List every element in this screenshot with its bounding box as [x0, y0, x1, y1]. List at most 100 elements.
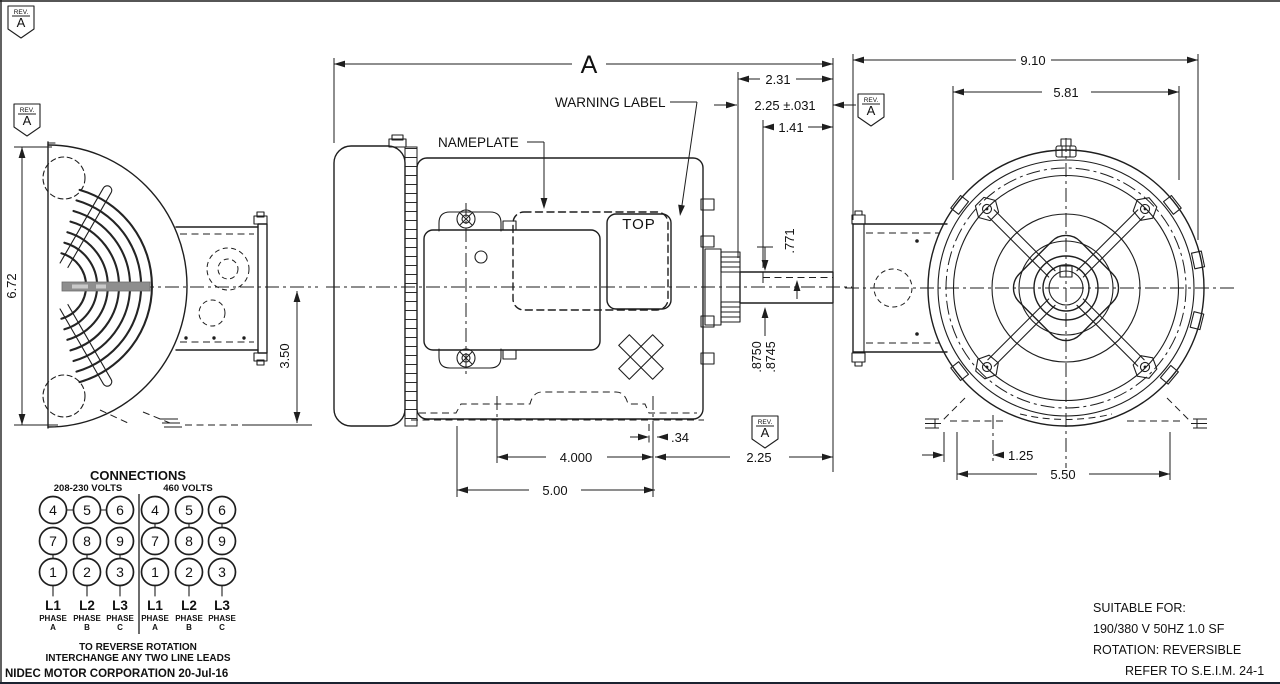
- low-voltage-links: [52, 509, 121, 597]
- phase-letter: A: [50, 623, 56, 632]
- phase-word: PHASE: [141, 614, 169, 623]
- dim-text: 9.10: [1020, 53, 1045, 68]
- phase-labels: PHASE PHASE PHASE PHASE PHASE PHASE A B …: [39, 614, 236, 632]
- terminal-group-low: [38, 495, 135, 587]
- phase-letter: B: [186, 623, 192, 632]
- dim-text: 5.81: [1053, 85, 1078, 100]
- hex-bolt: [1130, 351, 1160, 383]
- dim-text: 5.50: [1050, 467, 1075, 482]
- dim-overall-width: 9.10: [852, 53, 1199, 240]
- keyway: [1059, 265, 1073, 278]
- terminal: 3: [218, 564, 226, 580]
- dim-text: 1.41: [778, 120, 803, 135]
- phase-word: PHASE: [39, 614, 67, 623]
- dim-foot-width-span: 5.50: [956, 432, 1171, 482]
- hidden-boss: [42, 374, 86, 418]
- terminal: 1: [151, 564, 159, 580]
- connections-diagram: CONNECTIONS 208-230 VOLTS 460 VOLTS 4 5 …: [38, 468, 237, 664]
- shaft-through-grille: [61, 281, 151, 292]
- view-side: TOP: [326, 51, 856, 498]
- dim-text: 2.25: [746, 450, 771, 465]
- shaft-core: [1048, 270, 1084, 306]
- dim-shaft-length: 2.25 ±.031: [714, 98, 856, 113]
- conduit-box-front: [423, 203, 601, 375]
- dim-text: 5.00: [542, 483, 567, 498]
- dim-text: .8750: [750, 341, 764, 372]
- hidden-boss: [42, 156, 86, 200]
- dim-shaft-dia: .8750 .8745: [750, 307, 778, 373]
- terminal: 6: [218, 502, 226, 518]
- rating-notes: SUITABLE FOR: 190/380 V 50HZ 1.0 SF ROTA…: [1093, 601, 1264, 678]
- endbracket-struts: [987, 209, 1145, 367]
- rev-letter: A: [761, 425, 770, 440]
- terminal: 7: [49, 533, 57, 549]
- terminal: 9: [116, 533, 124, 549]
- reverse-note-line1: TO REVERSE ROTATION: [79, 642, 197, 653]
- rev-marker: REV. A: [857, 93, 885, 127]
- lead-labels: L1 L2 L3 L1 L2 L3: [45, 598, 230, 613]
- lead-label: L1: [45, 598, 61, 613]
- rev-marker: REV. A: [7, 5, 35, 39]
- bolt-circle: [945, 167, 1187, 409]
- rev-title: REV.: [20, 107, 35, 114]
- endbell-tabs: [700, 198, 715, 365]
- dim-text: .34: [671, 430, 689, 445]
- lead-label: L1: [147, 598, 163, 613]
- rev-marker: REV. A: [13, 103, 41, 137]
- callout-text: NAMEPLATE: [438, 135, 519, 150]
- dim-mount-span: 4.000: [497, 450, 653, 465]
- terminal: 3: [116, 564, 124, 580]
- connections-title: CONNECTIONS: [90, 468, 186, 483]
- terminal: 9: [218, 533, 226, 549]
- phase-word: PHASE: [208, 614, 236, 623]
- dim-overall-length: A: [334, 51, 833, 79]
- grille-hub: [28, 262, 76, 310]
- phase-word: PHASE: [73, 614, 101, 623]
- dim-foot-hole-offset: 1.25: [922, 415, 1033, 463]
- hex-bolt: [970, 350, 1004, 384]
- dim-foot-offset: .34: [630, 430, 689, 445]
- cover-bolt: [388, 134, 407, 148]
- rev-title: REV.: [864, 97, 879, 104]
- terminal: 6: [116, 502, 124, 518]
- top-marking: TOP: [622, 216, 656, 233]
- fan-cover: [47, 141, 188, 429]
- terminal: 4: [151, 502, 159, 518]
- phase-letter: B: [84, 623, 90, 632]
- dim-text: A: [581, 51, 598, 79]
- nameplate-outline: [512, 211, 669, 311]
- dim-text: .8745: [764, 341, 778, 372]
- terminal-group-high: [140, 495, 237, 587]
- terminal: 2: [83, 564, 91, 580]
- callout-warning-label: WARNING LABEL: [555, 95, 698, 217]
- rev-letter: A: [867, 103, 876, 118]
- rev-letter: A: [17, 15, 26, 30]
- conduit-box-side: [175, 211, 268, 366]
- warning-plate: [606, 213, 672, 310]
- dim-text: 2.31: [765, 72, 790, 87]
- terminal: 2: [185, 564, 193, 580]
- dim-text: 4.000: [560, 450, 593, 465]
- note-rating: 190/380 V 50HZ 1.0 SF: [1093, 622, 1225, 636]
- frame-outer: [927, 149, 1205, 427]
- lead-label: L3: [214, 598, 230, 613]
- terminal-numbers-low: 4 5 6 7 8 9 1 2 3: [49, 502, 124, 580]
- note-rotation: ROTATION: REVERSIBLE: [1093, 643, 1241, 657]
- shaft-collar: [1033, 255, 1099, 321]
- terminal: 5: [185, 502, 193, 518]
- hidden-feet: [99, 409, 242, 428]
- hex-bolt: [1130, 196, 1160, 222]
- reverse-note-line2: INTERCHANGE ANY TWO LINE LEADS: [45, 653, 230, 664]
- dim-text: .771: [782, 228, 797, 253]
- lead-label: L2: [79, 598, 95, 613]
- shaft-end: [1042, 264, 1090, 312]
- dim-key-length: 1.41: [763, 120, 833, 135]
- callout-nameplate: NAMEPLATE: [438, 135, 548, 209]
- dim-text: 1.25: [1008, 448, 1033, 463]
- terminal: 7: [151, 533, 159, 549]
- view-fan-end: 6.72 3.50: [4, 141, 318, 429]
- rim-clips: [950, 194, 1206, 385]
- phase-letter: C: [117, 623, 123, 632]
